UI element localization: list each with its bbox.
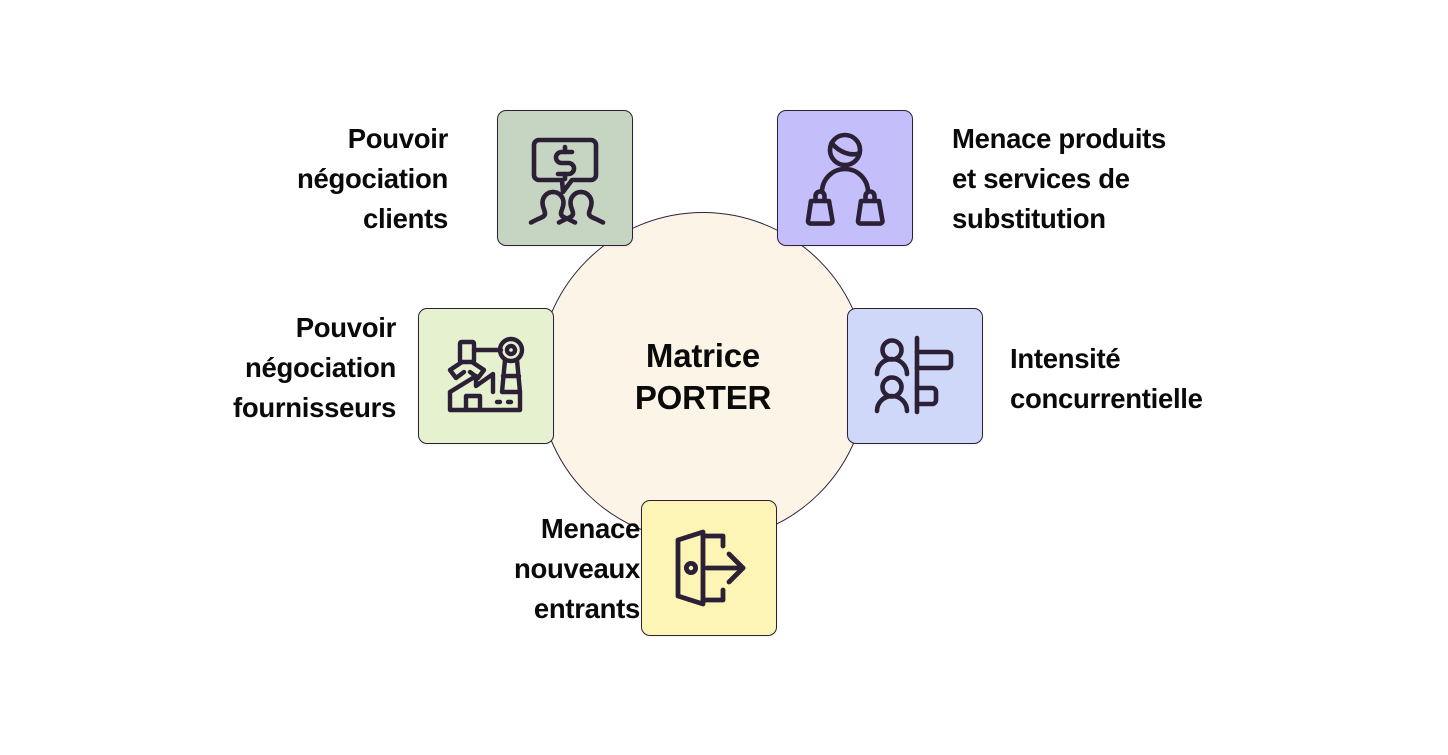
factory-robot-arm-icon (436, 326, 536, 426)
force-label-clients: Pouvoir négociation clients (296, 123, 448, 234)
force-label-fournisseurs: Pouvoir négociation fournisseurs (233, 312, 396, 423)
center-circle (538, 212, 868, 542)
force-label-entrants: Menace nouveaux entrants (514, 513, 640, 624)
force-tile-fournisseurs[interactable] (418, 308, 554, 444)
force-tile-clients[interactable] (497, 110, 633, 246)
open-door-arrow-icon (659, 518, 759, 618)
force-tile-entrants[interactable] (641, 500, 777, 636)
force-tile-concurrence[interactable] (847, 308, 983, 444)
speech-bubble-dollar-two-people-icon (515, 128, 615, 228)
force-label-substitution: Menace produits et services de substitut… (952, 123, 1167, 234)
force-label-concurrence: Intensité concurrentielle (1010, 343, 1203, 414)
person-two-shopping-bags-icon (795, 128, 895, 228)
people-bar-chart-icon (865, 326, 965, 426)
force-tile-substitution[interactable] (777, 110, 913, 246)
